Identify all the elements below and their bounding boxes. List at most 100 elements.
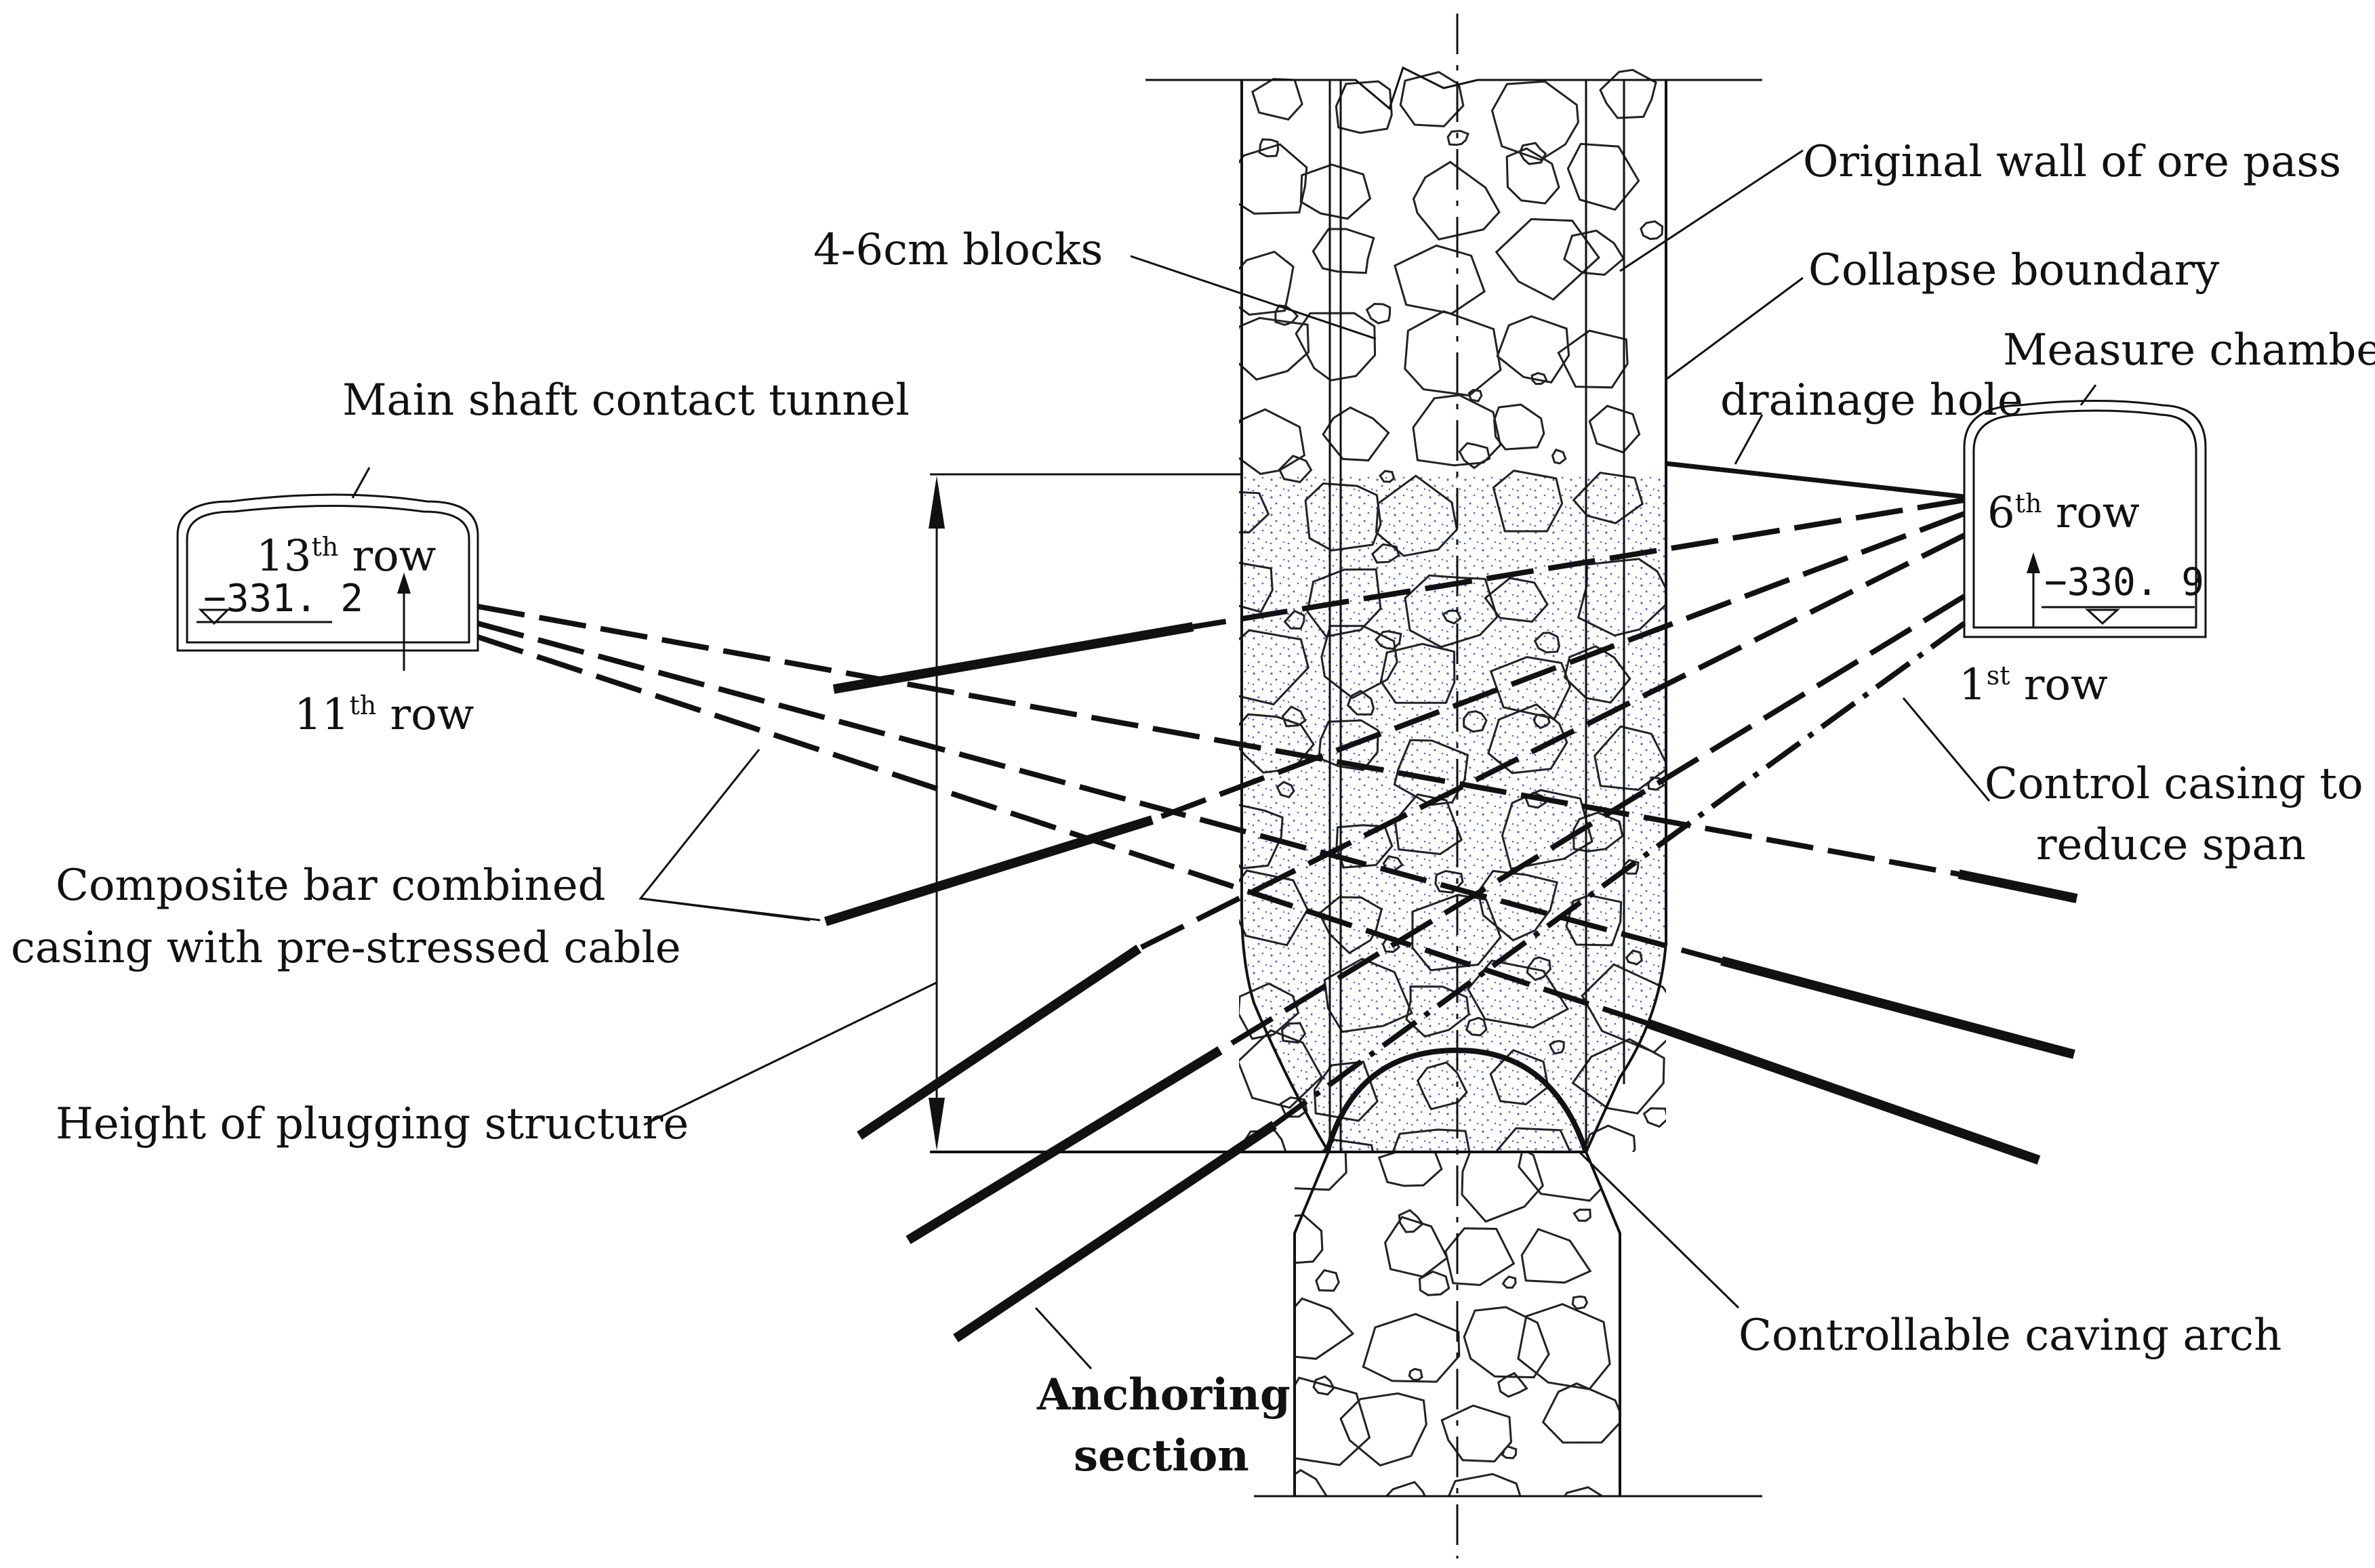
rock-fragment xyxy=(1496,1127,1572,1152)
label-anchoring-2: section xyxy=(1074,1430,1249,1481)
rock-fragment xyxy=(1278,454,1313,484)
rock-fragment xyxy=(1239,250,1295,316)
label-row-13: 13th row xyxy=(256,531,436,581)
ore-pass-shaft xyxy=(930,14,1762,1559)
rock-fragment xyxy=(1312,228,1375,274)
rock-fragment xyxy=(1465,1016,1488,1037)
rock-fragment xyxy=(1444,1227,1516,1286)
rock-fragment xyxy=(1487,703,1568,775)
rock-fragment xyxy=(1463,710,1488,733)
label-anchoring-1: Anchoring xyxy=(1036,1369,1291,1420)
rock-fragment xyxy=(1532,714,1551,730)
rock-fragment xyxy=(1393,739,1469,806)
rock-fragment xyxy=(1299,163,1372,220)
cable-r1-anchor xyxy=(832,622,1194,694)
rock-fragment xyxy=(1239,629,1310,706)
rock-fragment xyxy=(1404,574,1499,648)
rock-fragment xyxy=(1461,1152,1544,1223)
rock-fragment xyxy=(1466,960,1570,1029)
label-measure-chamber: Measure chamber xyxy=(2003,325,2375,375)
label-blocks: 4-6cm blocks xyxy=(813,225,1103,275)
leader-measure xyxy=(2079,384,2097,406)
cable-r3-anchor xyxy=(857,945,1141,1140)
rock-fragment xyxy=(1557,329,1629,389)
rock-fragment xyxy=(1281,1022,1307,1044)
leader-composite xyxy=(638,749,821,922)
cable-r2-dashed xyxy=(1151,511,1966,823)
rock-fragment xyxy=(1295,1376,1371,1466)
rock-fragment xyxy=(1412,394,1502,467)
rock-fragment xyxy=(1394,244,1486,315)
dimension-arrow-down xyxy=(929,1098,945,1151)
rock-fragment xyxy=(1625,949,1644,966)
row-arrow-head-right xyxy=(2027,552,2040,573)
leader-tunnel xyxy=(351,467,371,499)
leader-caving-arch xyxy=(1578,1151,1740,1309)
rock-fragment xyxy=(1260,1183,1284,1203)
rock-fragment xyxy=(1239,143,1308,215)
label-row-1: 1st row xyxy=(1959,660,2108,710)
rock-fragment xyxy=(1295,1468,1330,1496)
elevation-left: −331. 2 xyxy=(203,577,363,621)
cable-r5-anchor xyxy=(953,1121,1277,1342)
label-collapse-boundary: Collapse boundary xyxy=(1808,245,2219,295)
rock-fragment xyxy=(1276,781,1295,799)
rock-fragment xyxy=(1365,302,1392,325)
rock-fragment xyxy=(1572,811,1624,852)
cable-l3-dashed xyxy=(476,634,1648,1026)
label-composite-1: Composite bar combined xyxy=(56,861,606,911)
leader-original-wall xyxy=(1619,149,1804,272)
leader-control-casing xyxy=(1902,697,1991,802)
cable-r4-anchor xyxy=(906,1046,1223,1244)
rock-fragment xyxy=(1548,1039,1565,1055)
rock-fragment xyxy=(1440,1404,1513,1463)
rock-fragment xyxy=(1541,1382,1620,1444)
leader-blocks xyxy=(1130,255,1377,340)
rock-fragment xyxy=(1304,482,1382,552)
leader-drainage xyxy=(1734,414,1764,465)
rock-fragment xyxy=(1362,1313,1461,1383)
rock-fragment xyxy=(1421,1538,1436,1550)
rock-fragment xyxy=(1380,1481,1432,1496)
height-dimension xyxy=(929,473,1242,1151)
rock-fragment xyxy=(1335,80,1393,134)
rock-fragment xyxy=(1599,68,1657,119)
rock-fragment xyxy=(1490,80,1579,161)
rock-fragment xyxy=(1318,719,1379,771)
leader-height xyxy=(643,981,937,1126)
cable-l3-anchor xyxy=(1645,1018,2041,1165)
rock-fragment xyxy=(1458,442,1491,470)
cable-r4-dashed xyxy=(1218,594,1966,1053)
top-break-line xyxy=(1145,66,1762,110)
rock-fragment xyxy=(1239,408,1306,475)
rock-fragment xyxy=(1501,1445,1518,1460)
rock-fragment xyxy=(1251,78,1303,121)
tunnel-outline-outer xyxy=(176,493,479,652)
rock-fragment xyxy=(1320,1138,1375,1152)
cable-r5-dashdot xyxy=(1272,621,1966,1128)
rock-fragment xyxy=(1392,1128,1471,1152)
rock-fragment xyxy=(1295,1297,1355,1360)
rock-fragment xyxy=(1339,1392,1427,1467)
rock-fragment xyxy=(1313,1060,1379,1122)
cable-r3-dashed xyxy=(1137,533,1966,951)
cable-l2-anchor xyxy=(1720,956,2075,1059)
label-composite-2: casing with pre-stressed cable xyxy=(11,923,681,973)
rock-fragment xyxy=(1281,705,1307,728)
cable-l2-dashed xyxy=(476,621,1723,964)
rock-fragment xyxy=(1416,1061,1468,1111)
lower-shaft-wall xyxy=(1293,1151,1621,1496)
rock-blocks-upper xyxy=(1239,68,1666,1203)
rock-fragment xyxy=(1594,725,1666,791)
rock-fragment xyxy=(1563,229,1625,276)
rock-fragment xyxy=(1501,789,1594,870)
rock-fragment xyxy=(1381,1188,1400,1203)
rock-fragment xyxy=(1279,1096,1308,1118)
rock-fragment xyxy=(1588,405,1641,454)
rock-fragment xyxy=(1467,388,1483,403)
rock-fragment xyxy=(1239,316,1310,381)
rock-fragment xyxy=(1551,448,1567,465)
rock-fragment xyxy=(1572,472,1644,524)
rock-fragment xyxy=(1505,147,1560,205)
